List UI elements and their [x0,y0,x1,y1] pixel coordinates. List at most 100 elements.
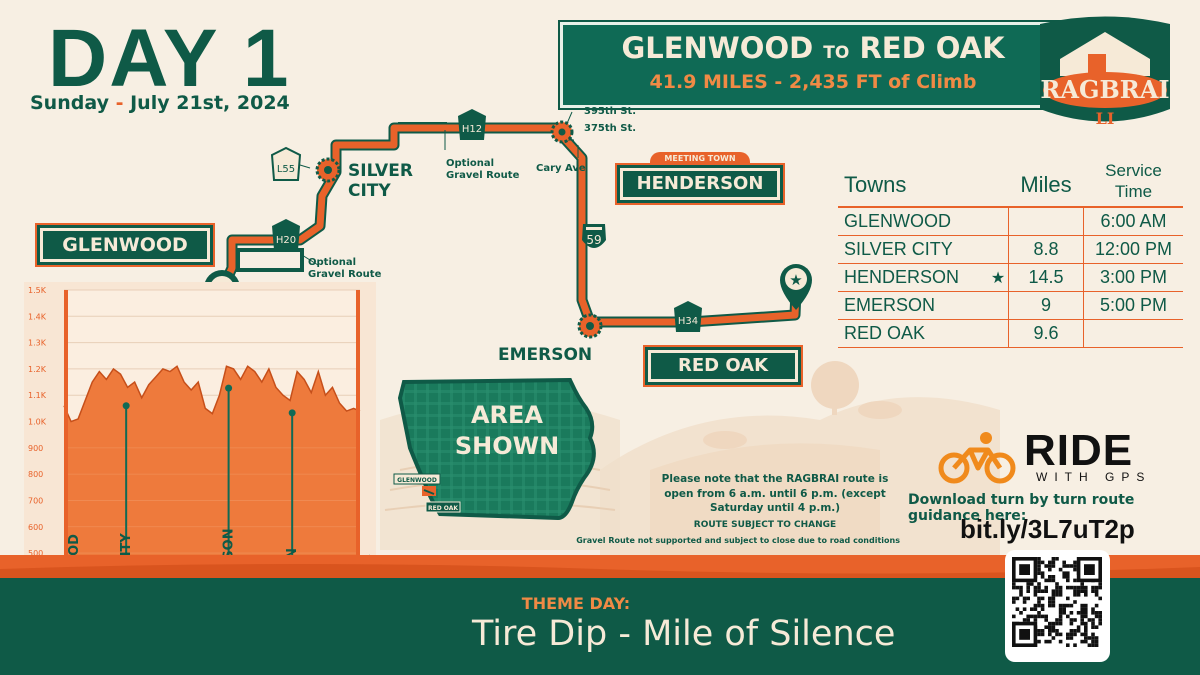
route-title: GLENWOOD TO RED OAK [563,31,1063,65]
redoak-tag: RED OAK [648,350,798,382]
table-row: EMERSON 9 5:00 PM [838,292,1183,320]
town-marker-dot [122,402,130,410]
elevation-line-series [63,365,361,423]
bottom-band [0,578,1200,675]
table-body: GLENWOOD 6:00 AM SILVER CITY 8.8 12:00 PM HEN… [838,208,1183,348]
silver-city-gear-icon [315,157,341,183]
inset-glenwood-label: GLENWOOD [397,477,437,484]
qr-code-icon [1012,557,1102,647]
town-cell: SILVER CITY [844,239,953,259]
y-tick-label: 1.2K [28,365,47,374]
route-hours-note: Please note that the RAGBRAI route is op… [661,473,889,515]
time-cell: 6:00 AM [1100,211,1167,231]
header-miles: Miles [1020,172,1072,197]
street-375-label: 375th St. [584,123,637,134]
date-prefix: Sunday [30,92,109,114]
road-shield-h20-icon: H20 [272,219,300,250]
star-cell: ★ [990,269,1006,287]
theme-day-label: THEME DAY: [521,594,631,613]
miles-cell: 14.5 [1008,264,1084,291]
road-shield-59-icon: 59 [582,224,606,248]
table-header: Towns Miles Service Time [838,150,1183,208]
route-link[interactable]: bit.ly/3L7uT2p [960,514,1135,544]
header-service-time: Service Time [1105,161,1162,201]
inset-redoak-label: RED OAK [428,505,458,512]
meeting-town-label: MEETING TOWN [650,152,750,165]
route-banner: GLENWOOD TO RED OAK 41.9 MILES - 2,435 F… [560,22,1060,108]
junction-gear-icon [550,120,574,144]
theme-day-value: Tire Dip - Mile of Silence [472,614,896,654]
svg-text:L55: L55 [277,164,295,175]
emerson-gear-icon [577,313,603,339]
road-shield-l55-icon: L55 [270,146,302,181]
town-marker-dot [288,409,296,417]
silver-city-label: SILVER CITY [348,161,413,201]
optional-gravel-label-1: Optional Gravel Route [446,158,520,181]
route-from: GLENWOOD [621,31,814,65]
time-cell: 5:00 PM [1099,295,1168,315]
svg-text:H12: H12 [462,124,482,135]
route-to-word: TO [823,43,850,63]
orange-stripe [0,555,1200,581]
road-shield-h34-icon: H34 [674,301,702,332]
town-cell: RED OAK [844,323,926,343]
redoak-star-pin-icon: ★ [780,264,812,310]
town-cell: GLENWOOD [844,211,952,231]
route-change-note: ROUTE SUBJECT TO CHANGE [693,520,837,530]
table-row: RED OAK 9.6 [838,320,1183,348]
date-dash: - [115,92,124,114]
download-text: Download turn by turn route guidance her… [908,492,1135,524]
table-row: GLENWOOD 6:00 AM [838,208,1183,236]
chart-left-edge [64,290,68,650]
miles-cell [1008,208,1084,235]
towns-table: Towns Miles Service Time GLENWOOD 6:00 AM… [838,150,1183,348]
iowa-area-map: GLENWOOD RED OAK [393,378,596,521]
svg-text:59: 59 [586,233,601,247]
time-cell: 12:00 PM [1094,239,1173,259]
street-395-label: 395th St. [584,106,637,117]
gravel-note: Gravel Route not supported and subject t… [576,536,900,545]
date-suffix: July 21st, 2024 [130,92,290,114]
logo-text: RAGBRAI [1040,75,1169,104]
with-gps-text: WITH GPS [1036,470,1152,484]
y-tick-label: 1.1K [28,391,47,400]
y-tick-label: 700 [28,496,43,505]
header-towns: Towns [844,172,907,197]
road-shield-h12-icon: H12 [458,109,486,140]
miles-cell: 9 [1008,292,1084,319]
y-tick-label: 900 [28,444,43,453]
y-tick-label: 1.0K [28,418,47,427]
miles-cell: 8.8 [1008,236,1084,263]
y-tick-label: 600 [28,523,43,532]
svg-text:H34: H34 [678,316,698,327]
y-tick-label: 1.4K [28,312,47,321]
table-row: HENDERSON ★14.5 3:00 PM [838,264,1183,292]
chart-right-edge [356,290,360,650]
glenwood-tag: GLENWOOD [40,228,210,262]
table-row: SILVER CITY 8.8 12:00 PM [838,236,1183,264]
optional-gravel-label-2: Optional Gravel Route [308,257,382,280]
cyclist-icon [938,432,1016,484]
miles-cell: 9.6 [1008,320,1084,347]
y-tick-label: 500 [28,549,43,558]
day-date: Sunday - July 21st, 2024 [30,92,290,114]
area-shown-label: AREA SHOWN [454,401,560,461]
qr-code[interactable] [1005,550,1110,662]
ragbrai-logo: RAGBRAI LI [1040,16,1170,128]
emerson-label: EMERSON [498,345,593,365]
y-tick-label: 800 [28,470,43,479]
ride-with-gps-logo-text: RIDE [1024,426,1134,475]
route-to: RED OAK [859,31,1005,65]
route-stats: 41.9 MILES - 2,435 FT of Climb [649,71,977,93]
logo-numeral: LI [1096,109,1115,128]
town-cell: EMERSON [844,295,936,315]
y-tick-label: 1.3K [28,339,47,348]
svg-text:★: ★ [789,271,802,289]
town-cell: HENDERSON [844,267,960,287]
town-marker-dot [225,384,233,392]
svg-text:H20: H20 [276,235,296,246]
street-cary-label: Cary Ave [536,163,586,174]
henderson-tag: HENDERSON [620,168,780,200]
time-cell: 3:00 PM [1099,267,1168,287]
y-tick-label: 1.5K [28,286,47,295]
